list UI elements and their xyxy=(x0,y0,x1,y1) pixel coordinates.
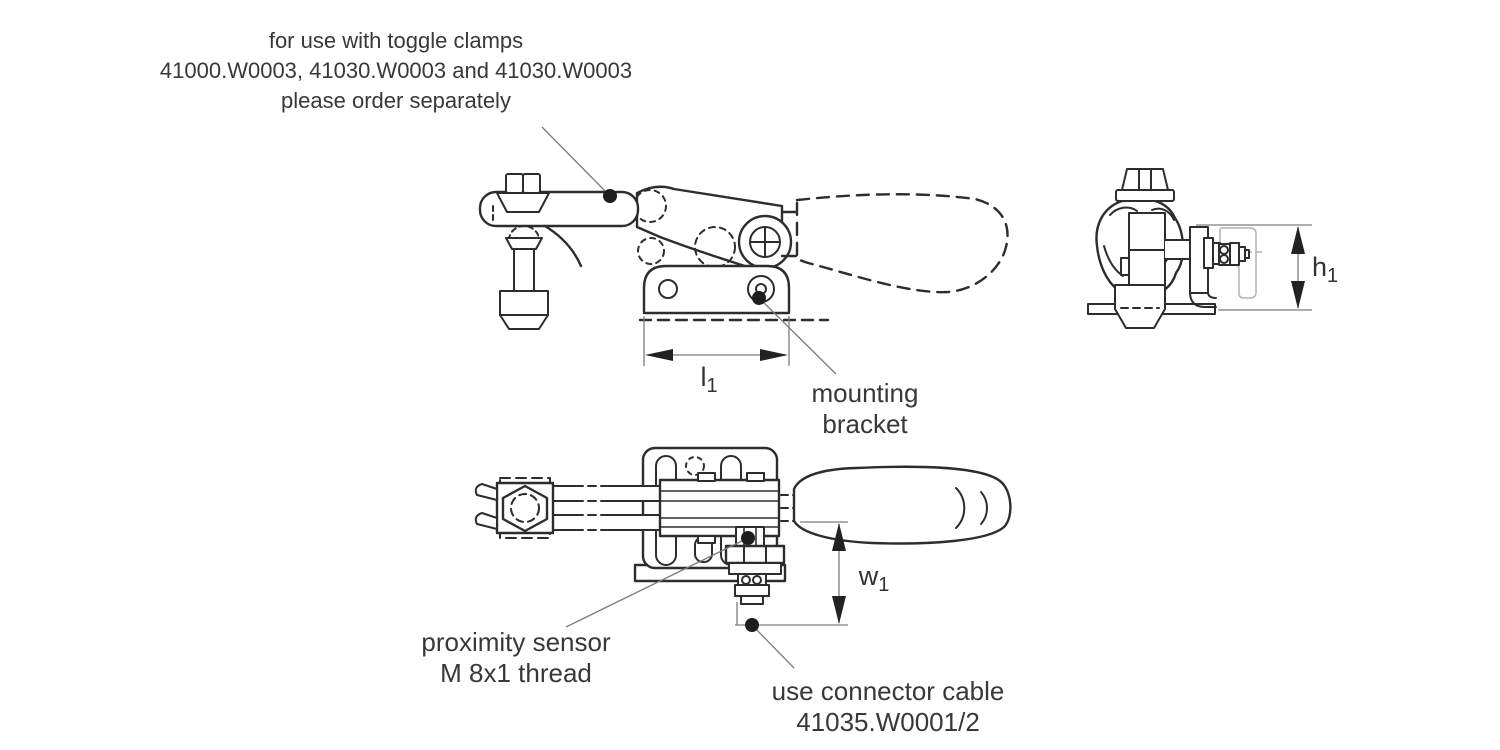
connector-cable-leader xyxy=(745,618,795,669)
note-line-2: 41000.W0003, 41030.W0003 and 41030.W0003 xyxy=(159,58,633,83)
connector-cable-line-2: 41035.W0001/2 xyxy=(796,707,980,737)
w1-base: w xyxy=(858,561,879,591)
hex-nut-facet-left xyxy=(505,173,524,194)
h1-dimension xyxy=(1196,224,1312,311)
handle-grip-arcs xyxy=(955,487,988,529)
grip-detail-curves xyxy=(1103,206,1175,277)
spindle-hidden-dome xyxy=(508,225,540,241)
body-tab-left xyxy=(1120,257,1130,276)
hex-nut-facets xyxy=(1138,169,1152,191)
block-tab-top-2 xyxy=(746,472,765,482)
h1-sub: 1 xyxy=(1327,265,1339,287)
sensor-nut-facets xyxy=(743,545,767,564)
handle-stubs xyxy=(780,210,798,258)
spindle-shaft xyxy=(513,248,535,292)
clamp-body xyxy=(1128,212,1166,296)
sensor-flange xyxy=(1203,237,1214,269)
pressure-pad xyxy=(1114,284,1166,329)
note-line-1: for use with toggle clamps xyxy=(268,28,524,53)
sensor-tip xyxy=(1244,249,1250,259)
leader-dot xyxy=(752,291,766,305)
hex-nut-facet-right xyxy=(522,173,541,194)
toggle-clamps-note: for use with toggle clamps 41000.W0003, … xyxy=(146,26,646,116)
hidden-hole-3 xyxy=(694,226,736,268)
bracket-hole-left xyxy=(658,279,678,299)
w1-dimension xyxy=(735,521,848,626)
crossbar-fill xyxy=(1165,241,1192,259)
leader-dot xyxy=(741,531,755,545)
washer-top xyxy=(1115,189,1175,202)
dimension-label-w1: w1 xyxy=(850,561,898,600)
block-tab-bottom-1 xyxy=(697,535,716,544)
end-view-drawing xyxy=(1087,168,1262,329)
w1-sub: 1 xyxy=(878,574,890,596)
sensor-base-plate xyxy=(728,562,782,575)
spindle-collar xyxy=(505,237,543,250)
crossbar xyxy=(1164,239,1193,260)
note-line-3: please order separately xyxy=(281,88,511,113)
connector-cable-label: use connector cable 41035.W0001/2 xyxy=(738,676,1038,738)
arm-block-lines xyxy=(660,490,779,528)
connector-cable-line-1: use connector cable xyxy=(771,676,1005,706)
l1-sub: 1 xyxy=(706,375,718,397)
handle-bottom-view xyxy=(792,465,1012,545)
dimension-label-h1: h1 xyxy=(1312,252,1362,291)
spindle-hex-nut xyxy=(501,484,549,533)
block-handle-break-lines xyxy=(780,494,796,522)
proximity-sensor-line-2: M 8x1 thread xyxy=(440,658,592,688)
side-view-drawing xyxy=(478,173,1009,330)
pressure-foot-tip xyxy=(499,314,549,330)
l1-base: l xyxy=(700,362,707,392)
dimension-label-l1: l1 xyxy=(685,362,733,401)
pivot-cross xyxy=(750,227,780,257)
hidden-hole-2 xyxy=(637,237,665,265)
bracket-bend xyxy=(1189,291,1217,308)
proximity-sensor-label: proximity sensor M 8x1 thread xyxy=(391,627,641,689)
sensor-barrel xyxy=(1229,242,1240,266)
sensor-ring-2 xyxy=(1219,254,1229,264)
proximity-sensor-leader xyxy=(565,531,755,628)
bar-break-lines xyxy=(574,485,606,531)
mounting-bracket-line-2: bracket xyxy=(822,409,908,439)
fork-bar-upper xyxy=(551,485,665,502)
pressure-foot-body xyxy=(499,290,549,316)
mounting-bracket-line-1: mounting xyxy=(811,378,919,408)
toggle-clamps-leader xyxy=(541,126,617,203)
leader-dot xyxy=(603,189,617,203)
arm-support-curve xyxy=(543,224,583,268)
bar-break-mask xyxy=(575,483,605,533)
proximity-sensor-line-1: proximity sensor xyxy=(421,627,611,657)
sensor-connector-2 xyxy=(734,584,770,597)
prong-lower xyxy=(474,512,498,530)
fork-bar-lower xyxy=(551,514,665,531)
handle-dashed-outline xyxy=(795,193,1009,294)
sensor-hex-nut xyxy=(724,544,786,565)
sensor-connector-3 xyxy=(740,595,764,605)
block-tab-top-1 xyxy=(697,472,716,482)
prong-upper xyxy=(474,483,498,501)
hidden-hole xyxy=(685,456,705,476)
l1-dimension xyxy=(643,316,790,366)
spindle-hidden-circle xyxy=(510,493,540,523)
mounting-bracket-leader xyxy=(752,291,837,375)
mounting-bracket-label: mounting bracket xyxy=(765,378,965,440)
leader-dot xyxy=(745,618,759,632)
hex-nut-top xyxy=(1121,168,1169,191)
h1-base: h xyxy=(1312,252,1328,282)
bottom-view-drawing xyxy=(474,446,1012,605)
washer xyxy=(496,192,550,213)
